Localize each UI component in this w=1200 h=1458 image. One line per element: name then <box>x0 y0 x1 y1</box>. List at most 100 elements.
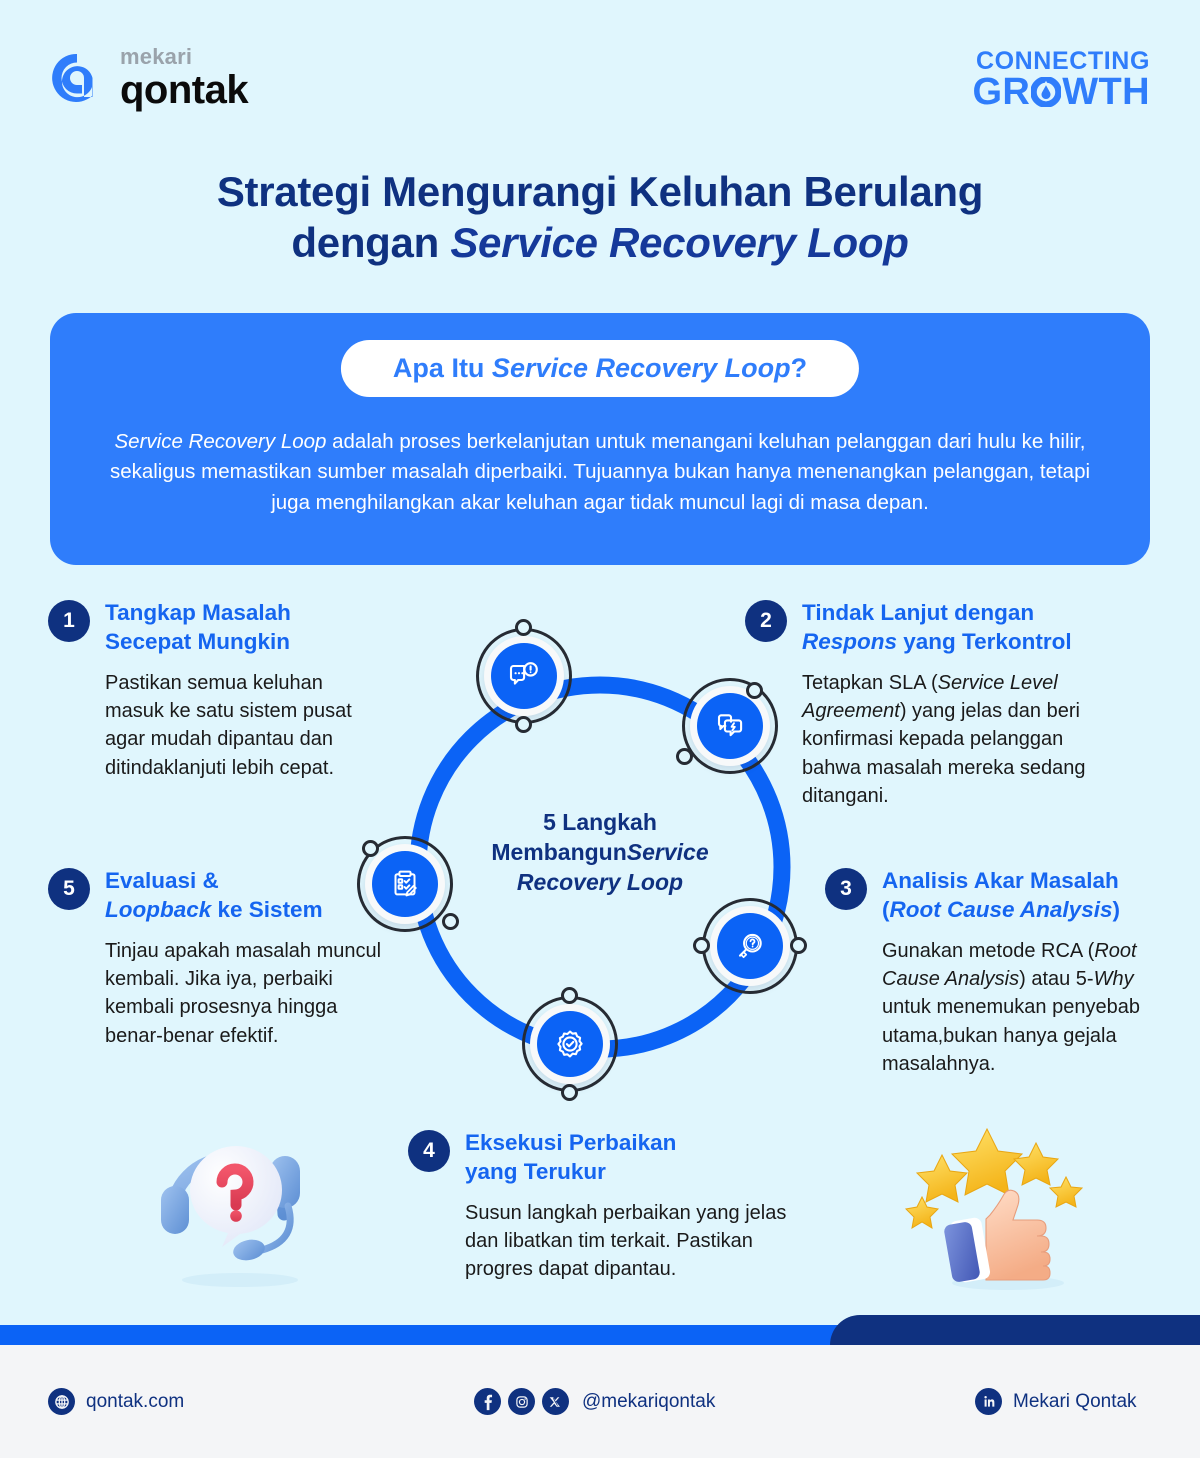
step-2-head: 2 Tindak Lanjut dengan Respons yang Terk… <box>745 598 1125 657</box>
step-5-title-line1: Evaluasi & <box>105 868 219 893</box>
linkedin-icon[interactable] <box>975 1388 1002 1415</box>
step-4-title: Eksekusi Perbaikan yang Terukur <box>465 1128 676 1187</box>
loop-center-line2-plain: Membangun <box>491 838 627 865</box>
footer-linkedin[interactable]: Mekari Qontak <box>975 1388 1137 1415</box>
loop-node-dot-b <box>442 913 459 930</box>
step-1-title-line2: Secepat Mungkin <box>105 629 291 655</box>
step-2-title-line1: Tindak Lanjut dengan <box>802 600 1035 625</box>
step-2-body: Tetapkan SLA (Service Level Agreement) y… <box>802 669 1125 811</box>
loop-node-dot-bottom <box>515 716 532 733</box>
loop-node-analyze <box>693 898 807 994</box>
thumbs-up-stars-illustration <box>900 1115 1120 1315</box>
loop-node-dot-a <box>362 840 379 857</box>
step-2-title: Tindak Lanjut dengan Respons yang Terkon… <box>802 598 1072 657</box>
loop-node-capture <box>476 619 572 733</box>
loop-node-evaluate <box>357 836 459 932</box>
step-1-head: 1 Tangkap Masalah Secepat Mungkin <box>48 598 378 657</box>
page-title-line1: Strategi Mengurangi Keluhan Berulang <box>216 168 984 215</box>
step-3-body-emphasis-2: Why <box>1093 967 1134 990</box>
loop-node-dot-left <box>693 937 710 954</box>
step-3: 3 Analisis Akar Masalah (Root Cause Anal… <box>825 866 1175 1078</box>
definition-body: Service Recovery Loop adalah proses berk… <box>92 427 1108 518</box>
step-3-body-b: ) atau 5- <box>1019 967 1094 990</box>
loop-node-dot-bottom <box>561 1084 578 1101</box>
step-5-title: Evaluasi & Loopback ke Sistem <box>105 866 323 925</box>
step-2: 2 Tindak Lanjut dengan Respons yang Terk… <box>745 598 1125 810</box>
loop-node-execute <box>522 987 618 1101</box>
definition-pill-text-b: ? <box>790 353 808 383</box>
loop-node-dot-right <box>790 937 807 954</box>
loop-node-ring <box>357 836 453 932</box>
x-twitter-icon[interactable] <box>542 1388 569 1415</box>
footer-linkedin-label: Mekari Qontak <box>1013 1390 1137 1412</box>
step-1: 1 Tangkap Masalah Secepat Mungkin Pastik… <box>48 598 378 782</box>
step-1-number-badge: 1 <box>48 600 90 642</box>
definition-card: Apa Itu Service Recovery Loop? Service R… <box>50 313 1150 565</box>
step-3-body: Gunakan metode RCA (Root Cause Analysis)… <box>882 937 1175 1079</box>
logo-qontak-text: qontak <box>120 68 249 112</box>
step-3-title-paren-open: ( <box>882 897 890 923</box>
step-3-body-c: untuk menemukan penyebab utama,bukan han… <box>882 996 1140 1076</box>
loop-center-line2-emphasis: Service <box>626 838 709 865</box>
step-5-head: 5 Evaluasi & Loopback ke Sistem <box>48 866 388 925</box>
footer-social[interactable]: @mekariqontak <box>474 1388 715 1415</box>
definition-pill-heading: Apa Itu Service Recovery Loop? <box>340 340 860 397</box>
step-5-title-emphasis: Loopback <box>105 897 212 923</box>
footer-website-label: qontak.com <box>86 1390 185 1412</box>
growth-text: GR WTH <box>972 73 1150 111</box>
loop-node-dot-top <box>561 987 578 1004</box>
step-2-body-emphasis: Service Level Agreement <box>802 671 1058 722</box>
growth-droplet-o-icon <box>1031 76 1062 107</box>
loop-center-line1: 5 Langkah <box>543 809 657 835</box>
step-3-title-paren-close: ) <box>1112 897 1120 923</box>
recovery-loop-diagram: 5 Langkah MembangunService Recovery Loop <box>350 612 850 1122</box>
page-title-line2-emphasis: Service Recovery Loop <box>450 219 909 267</box>
headset-question-illustration <box>140 1120 340 1310</box>
step-5: 5 Evaluasi & Loopback ke Sistem Tinjau a… <box>48 866 388 1050</box>
footer-accent-bar-navy <box>830 1315 1200 1345</box>
definition-body-emphasis: Service Recovery Loop <box>114 430 327 453</box>
loop-node-dot-top <box>515 619 532 636</box>
step-4: 4 Eksekusi Perbaikan yang Terukur Susun … <box>408 1128 808 1284</box>
step-3-number-badge: 3 <box>825 868 867 910</box>
step-3-body-emphasis: Root Cause Analysis <box>882 939 1137 990</box>
step-2-number-badge: 2 <box>745 600 787 642</box>
step-3-title: Analisis Akar Masalah (Root Cause Analys… <box>882 866 1120 925</box>
step-4-title-line2: yang Terukur <box>465 1159 606 1185</box>
mekari-qontak-logo: mekari qontak <box>48 44 249 112</box>
step-2-title-line2: yang Terkontrol <box>897 629 1072 655</box>
qontak-logo-icon <box>48 49 106 107</box>
chat-alert-icon <box>491 643 557 709</box>
instagram-icon[interactable] <box>508 1388 535 1415</box>
loop-center-label: 5 Langkah MembangunService Recovery Loop <box>440 808 760 898</box>
page-title: Strategi Mengurangi Keluhan Berulang den… <box>0 166 1200 268</box>
definition-pill-text-a: Apa Itu <box>392 353 492 383</box>
step-3-title-line1: Analisis Akar Masalah <box>882 868 1119 893</box>
step-2-body-b: ) yang jelas dan beri konfirmasi kepada … <box>802 699 1086 808</box>
step-2-body-a: Tetapkan SLA ( <box>802 671 938 694</box>
logo-mekari-text: mekari <box>120 44 193 69</box>
step-1-title: Tangkap Masalah Secepat Mungkin <box>105 598 291 657</box>
step-3-head: 3 Analisis Akar Masalah (Root Cause Anal… <box>825 866 1175 925</box>
step-3-title-emphasis: Root Cause Analysis <box>889 897 1113 923</box>
loop-node-ring <box>682 678 778 774</box>
page-title-line2-plain: dengan <box>291 219 451 267</box>
globe-icon <box>48 1388 75 1415</box>
magnifier-question-icon <box>717 913 783 979</box>
definition-pill-emphasis: Service Recovery Loop <box>491 353 791 383</box>
clipboard-check-icon <box>372 851 438 917</box>
footer-website[interactable]: qontak.com <box>48 1388 184 1415</box>
step-4-title-line1: Eksekusi Perbaikan <box>465 1130 677 1155</box>
step-1-title-line1: Tangkap Masalah <box>105 600 291 625</box>
step-5-number-badge: 5 <box>48 868 90 910</box>
facebook-icon[interactable] <box>474 1388 501 1415</box>
connecting-text: CONNECTING <box>975 47 1150 75</box>
footer-social-handle: @mekariqontak <box>582 1390 716 1412</box>
step-2-title-emphasis: Respons <box>802 629 898 655</box>
step-1-body: Pastikan semua keluhan masuk ke satu sis… <box>105 671 352 779</box>
gear-check-icon <box>537 1011 603 1077</box>
step-5-title-line2: ke Sistem <box>211 897 323 923</box>
connecting-growth-logo: CONNECTING GR WTH <box>972 47 1150 111</box>
chat-response-icon <box>697 693 763 759</box>
